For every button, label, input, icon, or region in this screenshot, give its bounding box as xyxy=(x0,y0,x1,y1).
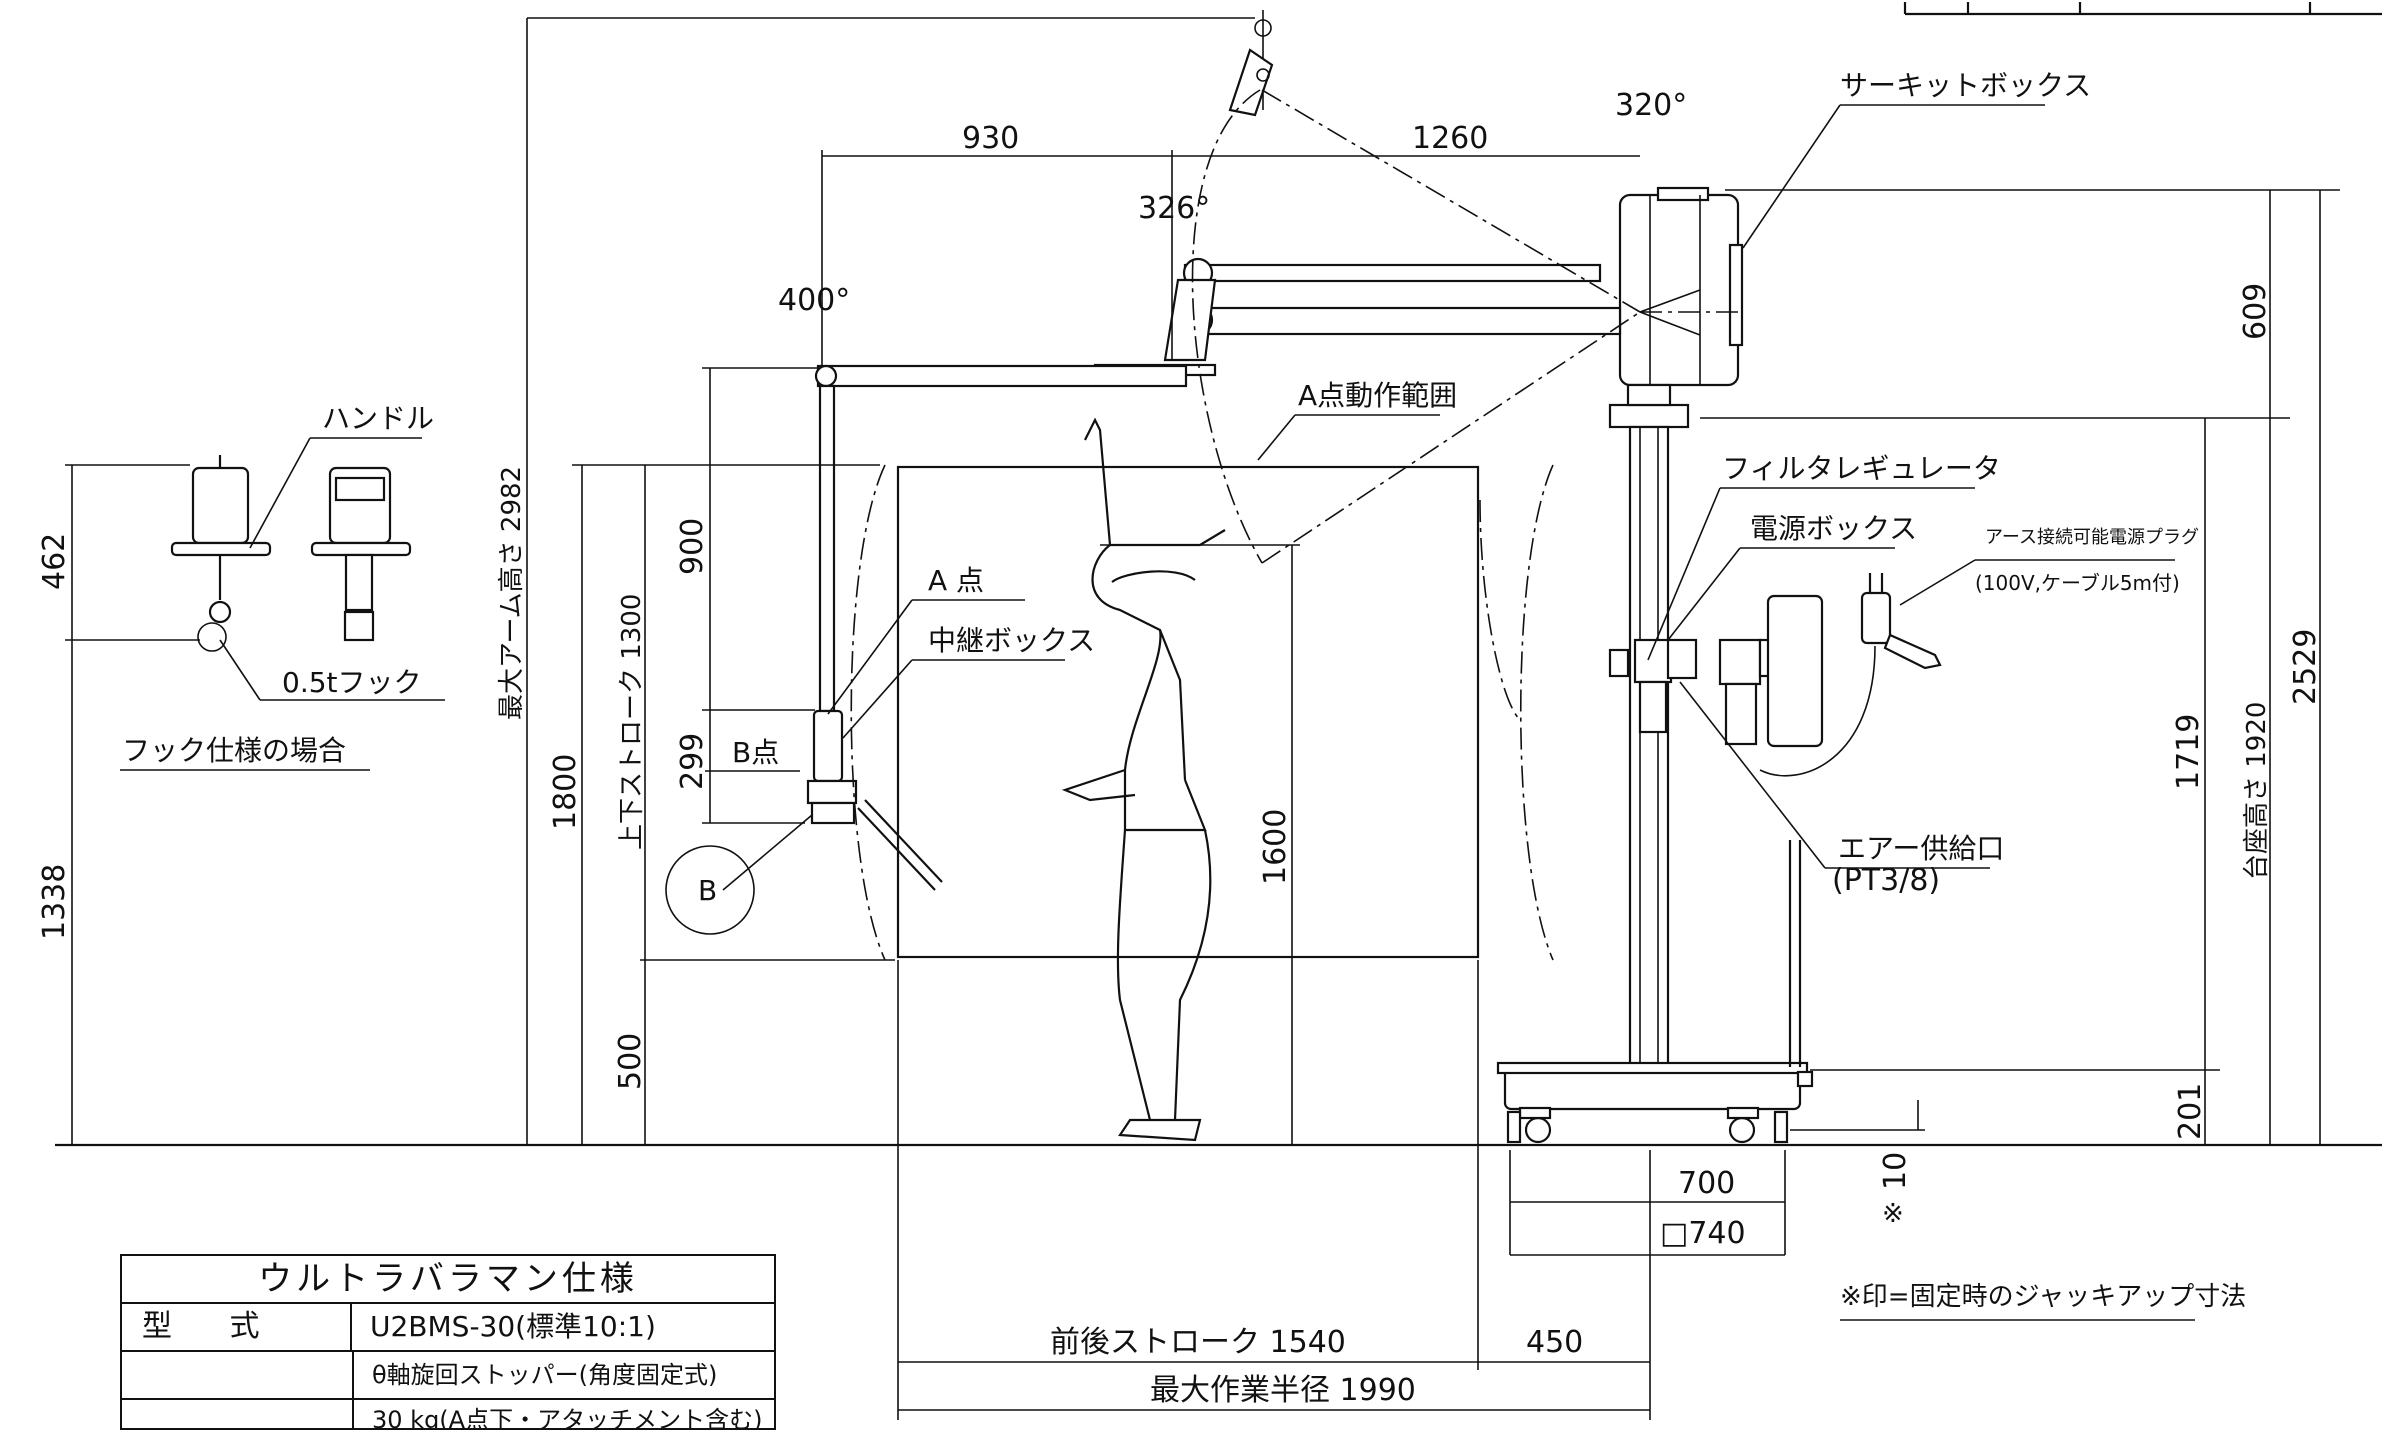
dimension-lines xyxy=(65,17,2340,1420)
label-circuit-box: サーキットボックス xyxy=(1840,69,2091,102)
label-relay-box: 中継ボックス xyxy=(928,624,1095,657)
hook-variant-drawing xyxy=(170,455,412,652)
dim-900: 900 xyxy=(675,518,710,575)
dim-930: 930 xyxy=(962,121,1019,156)
label-hook-spec-case: フック仕様の場合 xyxy=(122,734,346,767)
dim-1600: 1600 xyxy=(1258,809,1293,885)
dim-299: 299 xyxy=(675,733,710,790)
label-a-point-range: A点動作範囲 xyxy=(1298,379,1457,412)
label-jack-note: ※印=固定時のジャッキアップ寸法 xyxy=(1840,1282,2246,1312)
dim-450: 450 xyxy=(1526,1325,1583,1360)
dim-1719: 1719 xyxy=(2171,714,2206,790)
spec-table-title: ウルトラバラマン仕様 xyxy=(122,1256,774,1304)
label-power-box: 電源ボックス xyxy=(1750,512,1917,545)
dimension-labels: 930 1260 320° 326° 400° 700 □740 前後ストローク… xyxy=(37,88,2323,1408)
dim-rot-400: 400° xyxy=(778,283,850,318)
annotation-labels: サーキットボックス ハンドル 0.5tフック フック仕様の場合 A点動作範囲 A… xyxy=(122,69,2246,1312)
b-detail-circle xyxy=(665,845,755,935)
dim-front-back-stroke: 前後ストローク 1540 xyxy=(1050,1325,1346,1360)
dim-max-arm-height: 最大アーム高さ 2982 xyxy=(497,466,527,720)
spec-model-value: U2BMS-30(標準10:1) xyxy=(370,1310,656,1343)
dim-rot-326: 326° xyxy=(1138,191,1210,226)
operator-figure xyxy=(1061,417,1226,1142)
label-b-detail: B xyxy=(698,874,717,907)
dim-2529: 2529 xyxy=(2288,629,2323,705)
machine-body xyxy=(1496,186,1942,1144)
balancer-arm xyxy=(806,10,1622,891)
dim-updown-stroke: 上下ストローク 1300 xyxy=(617,594,647,850)
work-zone xyxy=(850,89,1740,961)
label-air-inlet: エアー供給口 xyxy=(1838,832,2004,865)
dim-10: 10 xyxy=(1878,1152,1913,1190)
dim-1800: 1800 xyxy=(548,754,583,830)
dim-609: 609 xyxy=(2238,283,2273,340)
dim-base-height: 台座高さ 1920 xyxy=(2242,702,2272,880)
spec-load-value: 30 kg(A点下・アタッチメント含む) xyxy=(372,1406,763,1430)
label-plug-spec: (100V,ケーブル5m付) xyxy=(1975,571,2180,595)
dim-rot-320: 320° xyxy=(1615,88,1687,123)
label-hook-05t: 0.5tフック xyxy=(282,666,422,699)
leader-lines xyxy=(120,104,2195,1321)
title-block-fragment xyxy=(1903,2,2382,16)
dim-1260: 1260 xyxy=(1412,121,1488,156)
dim-700: 700 xyxy=(1678,1166,1735,1201)
spec-model-label: 型 式 xyxy=(122,1304,352,1350)
spec-model-note: θ軸旋回ストッパー(角度固定式) xyxy=(372,1361,718,1389)
dim-1338: 1338 xyxy=(37,864,72,940)
label-filter-regulator: フィルタレギュレータ xyxy=(1722,452,2001,485)
dim-500: 500 xyxy=(613,1033,648,1090)
spec-table: ウルトラバラマン仕様 型 式 U2BMS-30(標準10:1) θ軸旋回ストッパ… xyxy=(120,1254,776,1430)
label-a-point: A 点 xyxy=(928,564,984,597)
dim-max-work-radius: 最大作業半径 1990 xyxy=(1150,1373,1416,1408)
label-air-inlet-size: (PT3/8) xyxy=(1832,863,1940,898)
label-b-point: B点 xyxy=(732,736,779,769)
dim-740: □740 xyxy=(1660,1216,1746,1251)
dim-462: 462 xyxy=(37,533,72,590)
dim-201: 201 xyxy=(2173,1083,2208,1140)
label-ground-plug: アース接続可能電源プラグ xyxy=(1985,527,2199,548)
label-handle: ハンドル xyxy=(322,402,434,435)
label-jack-mark: ※ xyxy=(1882,1199,1904,1229)
